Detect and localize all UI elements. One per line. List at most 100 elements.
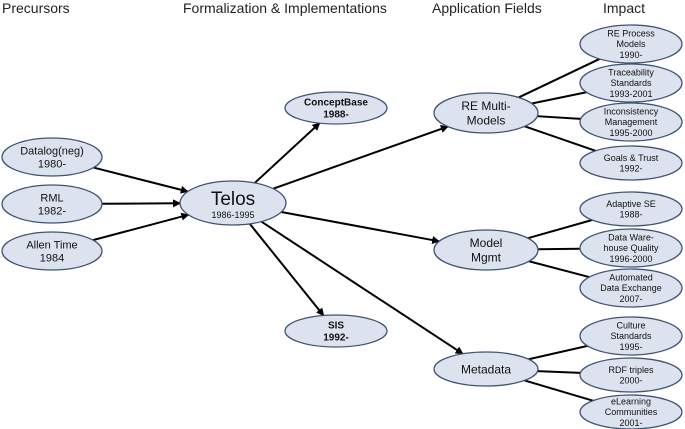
- node-inconsistency-label-1: Inconsistency: [604, 107, 659, 117]
- node-goals-trust-shape: [579, 145, 683, 181]
- edge-re-multi-to-inconsistency: [537, 115, 581, 120]
- node-rdf-label-2: 2000-: [619, 376, 642, 386]
- node-re-process-label-2: Models: [616, 39, 646, 49]
- edge-allen-to-telos: [92, 212, 190, 242]
- node-culture-shape: [579, 316, 683, 356]
- node-culture-label-1: Culture: [616, 321, 645, 331]
- header-formalization: Formalization & Implementations: [183, 0, 387, 16]
- node-rml-shape: [1, 184, 103, 224]
- node-metadata-label-1: Metadata: [461, 362, 511, 376]
- node-sis-shape: [284, 314, 388, 348]
- node-adaptive-se-label-1: Adaptive SE: [606, 199, 656, 209]
- node-automated-data-label-3: 2007-: [619, 294, 642, 304]
- node-re-multi-label-1: RE Multi-: [461, 99, 510, 113]
- node-datalog-label-1: Datalog(neg): [20, 145, 84, 157]
- node-automated-data-label-1: Automated: [609, 273, 653, 283]
- edge-telos-to-re-multi: [272, 125, 449, 190]
- node-adaptive-se-label-2: 1988-: [619, 210, 642, 220]
- node-metadata: Metadata: [433, 351, 539, 387]
- edge-telos-to-sis: [249, 223, 325, 317]
- node-rdf-shape: [579, 357, 683, 393]
- edge-metadata-to-elearning: [524, 379, 594, 402]
- edge-re-multi-to-goals-trust: [524, 125, 596, 152]
- node-datalog-label-2: 1980-: [38, 158, 66, 170]
- node-allen-label-2: 1984: [40, 252, 64, 264]
- node-traceability-label-3: 1993-2001: [609, 89, 652, 99]
- edge-telos-to-conceptbase: [254, 122, 321, 184]
- node-model-mgmt-label-1: Model: [470, 236, 503, 250]
- node-culture-label-2: Standards: [610, 331, 652, 341]
- node-conceptbase-label-1: ConceptBase: [304, 98, 368, 109]
- node-rml-label-2: 1982-: [38, 205, 66, 217]
- node-datalog-shape: [1, 137, 103, 177]
- node-telos-shape: [179, 180, 287, 226]
- edge-model-mgmt-to-data-warehouse: [537, 247, 581, 251]
- node-re-multi-label-2: Models: [467, 113, 506, 127]
- node-adaptive-se-shape: [579, 191, 683, 227]
- header-application-fields: Application Fields: [432, 0, 542, 16]
- node-data-warehouse-label-1: Data Ware-: [608, 233, 654, 243]
- node-re-process-label-1: RE Process: [607, 29, 655, 39]
- node-elearning-label-2: Communities: [605, 407, 658, 417]
- edge-datalog-to-telos: [93, 166, 189, 194]
- node-inconsistency-label-2: Management: [605, 117, 658, 127]
- node-data-warehouse-label-3: 1996-2000: [609, 254, 652, 264]
- node-telos-title: Telos: [211, 189, 255, 210]
- edge-metadata-to-rdf: [537, 370, 581, 374]
- edge-telos-to-metadata: [260, 220, 464, 355]
- node-re-process-shape: [579, 24, 683, 64]
- node-re-multi-shape: [433, 92, 539, 134]
- edge-model-mgmt-to-automated-data: [528, 260, 590, 279]
- node-allen-shape: [1, 231, 103, 271]
- node-rdf-label-1: RDF triples: [608, 365, 654, 375]
- node-conceptbase-label-2: 1988-: [323, 110, 349, 121]
- node-allen-label-1: Allen Time: [26, 239, 77, 251]
- node-metadata-shape: [433, 351, 539, 387]
- node-conceptbase-shape: [284, 91, 388, 125]
- node-data-warehouse-label-2: house Quality: [603, 243, 659, 253]
- node-telos-years: 1986-1995: [211, 210, 254, 220]
- edge-re-multi-to-re-process: [518, 58, 600, 99]
- node-elearning-label-3: 2001-: [619, 418, 642, 428]
- node-automated-data-label-2: Data Exchange: [600, 283, 662, 293]
- node-sis-label-2: 1992-: [323, 333, 349, 344]
- header-impact: Impact: [603, 0, 646, 16]
- node-elearning-shape: [579, 394, 683, 429]
- edge-model-mgmt-to-adaptive-se: [527, 219, 593, 240]
- node-sis-label-1: SIS: [328, 321, 344, 332]
- node-inconsistency-shape: [579, 102, 683, 142]
- node-re-process-label-3: 1990-: [619, 50, 642, 60]
- node-goals-trust-label-1: Goals & Trust: [604, 153, 659, 163]
- edge-telos-to-model-mgmt: [281, 211, 441, 244]
- node-data-warehouse-shape: [579, 228, 683, 268]
- node-traceability-shape: [579, 63, 683, 103]
- node-goals-trust-label-2: 1992-: [619, 164, 642, 174]
- edge-re-multi-to-traceability: [531, 91, 587, 105]
- node-culture-label-3: 1995-: [619, 342, 642, 352]
- edge-metadata-to-culture: [528, 344, 588, 361]
- node-model-mgmt-shape: [433, 229, 539, 271]
- node-automated-data-shape: [579, 268, 683, 308]
- node-rml-label-1: RML: [40, 192, 63, 204]
- node-re-multi: RE Multi-Models: [433, 92, 539, 134]
- node-traceability-label-1: Traceability: [608, 68, 654, 78]
- node-traceability-label-2: Standards: [610, 78, 652, 88]
